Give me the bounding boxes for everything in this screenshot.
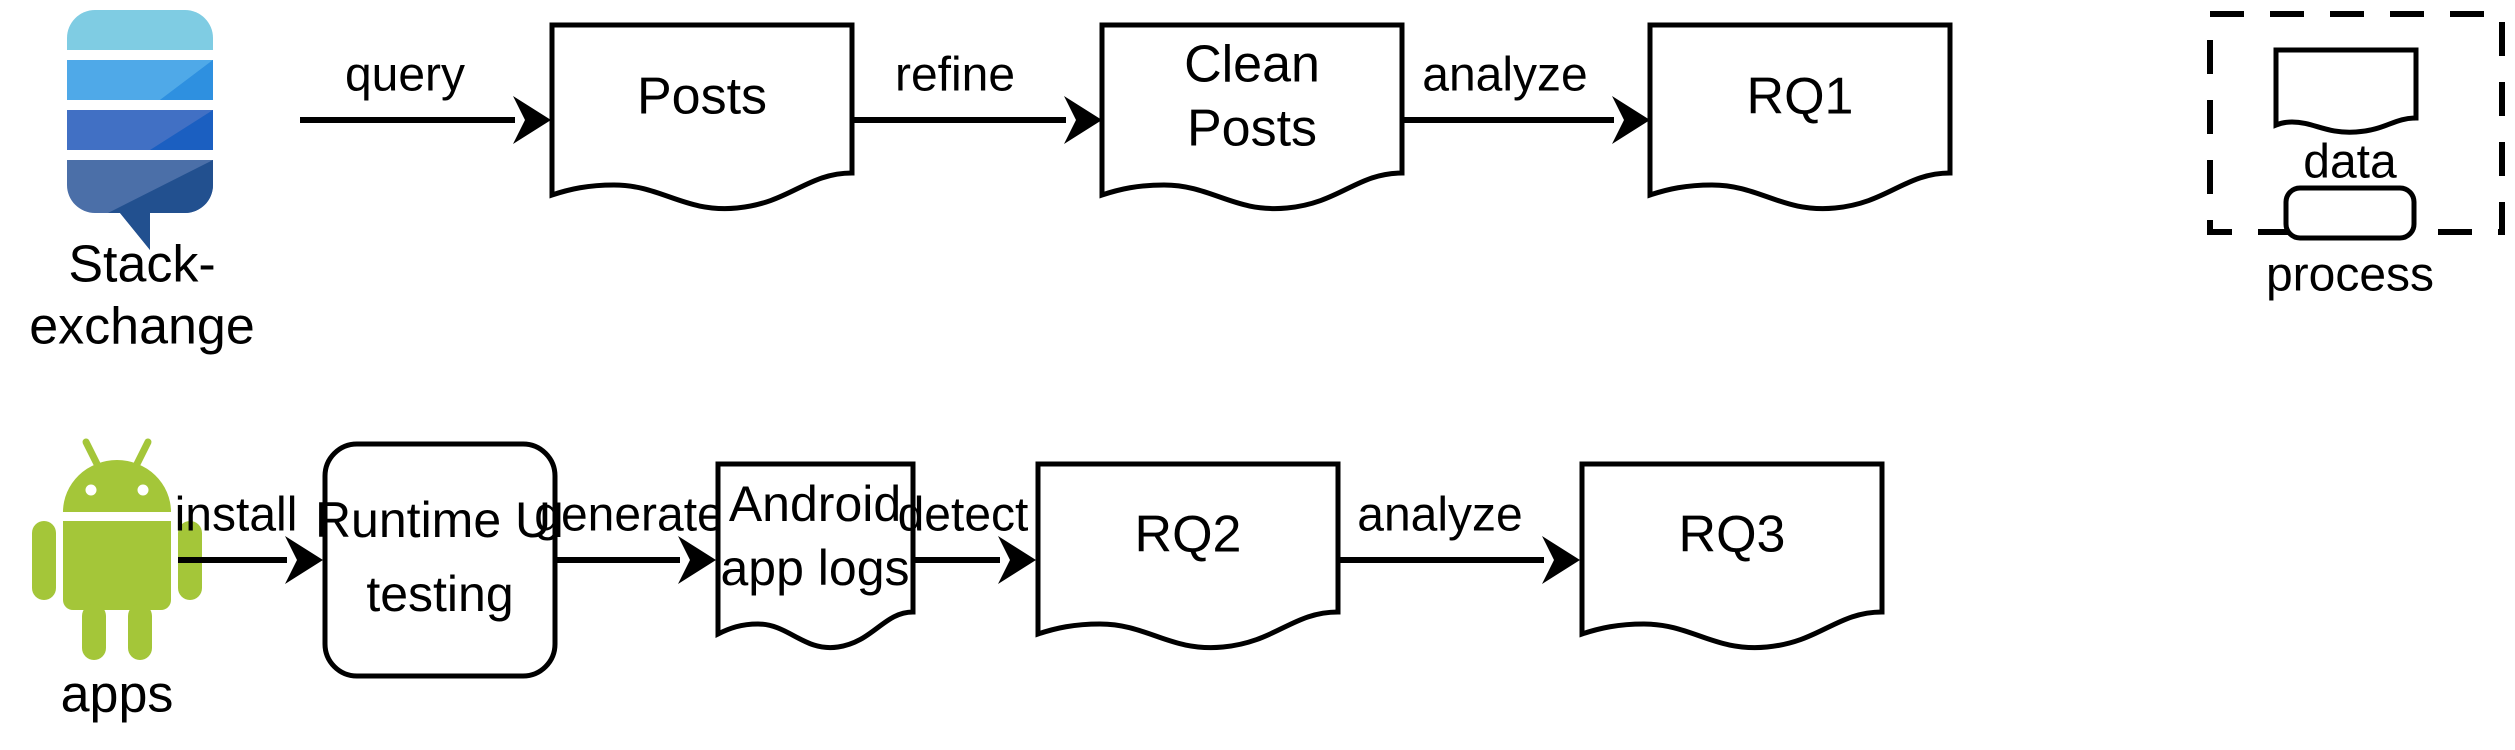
edge-refine: refine xyxy=(852,49,1102,144)
node-runtime-ui-testing-label-line1: Runtime UI xyxy=(315,492,565,548)
edge-analyze-bottom: analyze xyxy=(1338,489,1580,584)
node-rq3: RQ3 xyxy=(1582,464,1882,648)
edge-detect: detect xyxy=(898,489,1036,584)
legend-frame xyxy=(2207,11,2505,235)
node-clean-posts-label-line2: Posts xyxy=(1187,100,1317,158)
edge-analyze-bottom-label: analyze xyxy=(1357,489,1522,542)
edge-generate: generate xyxy=(534,489,724,584)
legend-process-shape xyxy=(2283,185,2417,241)
node-runtime-ui-testing: Runtime UI testing xyxy=(315,441,565,679)
legend-item-data: data xyxy=(2273,47,2419,189)
edge-analyze-top: analyze xyxy=(1402,49,1650,144)
node-rq2: RQ2 xyxy=(1038,464,1338,648)
legend-data-label: data xyxy=(2303,136,2397,189)
node-rq1-label: RQ1 xyxy=(1747,68,1854,126)
node-clean-posts: Clean Posts xyxy=(1102,25,1402,209)
node-runtime-ui-testing-label-line2: testing xyxy=(366,566,513,622)
node-posts-label: Posts xyxy=(637,68,767,126)
node-clean-posts-label-line1: Clean xyxy=(1184,36,1320,94)
edge-refine-label: refine xyxy=(895,49,1015,102)
edge-install-label: install xyxy=(175,489,298,542)
node-posts: Posts xyxy=(552,25,852,209)
edge-query-label: query xyxy=(345,49,465,102)
node-rq3-label: RQ3 xyxy=(1679,506,1786,564)
node-rq1: RQ1 xyxy=(1650,25,1950,209)
stackexchange-label-line2: exchange xyxy=(29,298,255,356)
edge-detect-label: detect xyxy=(898,489,1029,542)
stackexchange-logo xyxy=(67,10,213,250)
legend-data-shape xyxy=(2273,47,2419,135)
edge-generate-label: generate xyxy=(534,489,724,542)
node-android-app-logs-label-line2: app logs xyxy=(720,540,909,596)
legend-item-process: process xyxy=(2266,185,2434,302)
legend: data process xyxy=(2207,11,2505,302)
android-robot-logo xyxy=(32,438,202,660)
edge-analyze-top-label: analyze xyxy=(1422,49,1587,102)
node-android-app-logs: Android app logs xyxy=(718,464,913,648)
edge-install: install xyxy=(175,489,323,584)
stackexchange-label-line1: Stack- xyxy=(68,236,215,294)
android-label: apps xyxy=(61,666,174,724)
node-android-app-logs-label-line1: Android xyxy=(729,476,901,532)
node-rq2-label: RQ2 xyxy=(1135,506,1242,564)
edge-query: query xyxy=(300,49,551,144)
legend-process-label: process xyxy=(2266,249,2434,302)
